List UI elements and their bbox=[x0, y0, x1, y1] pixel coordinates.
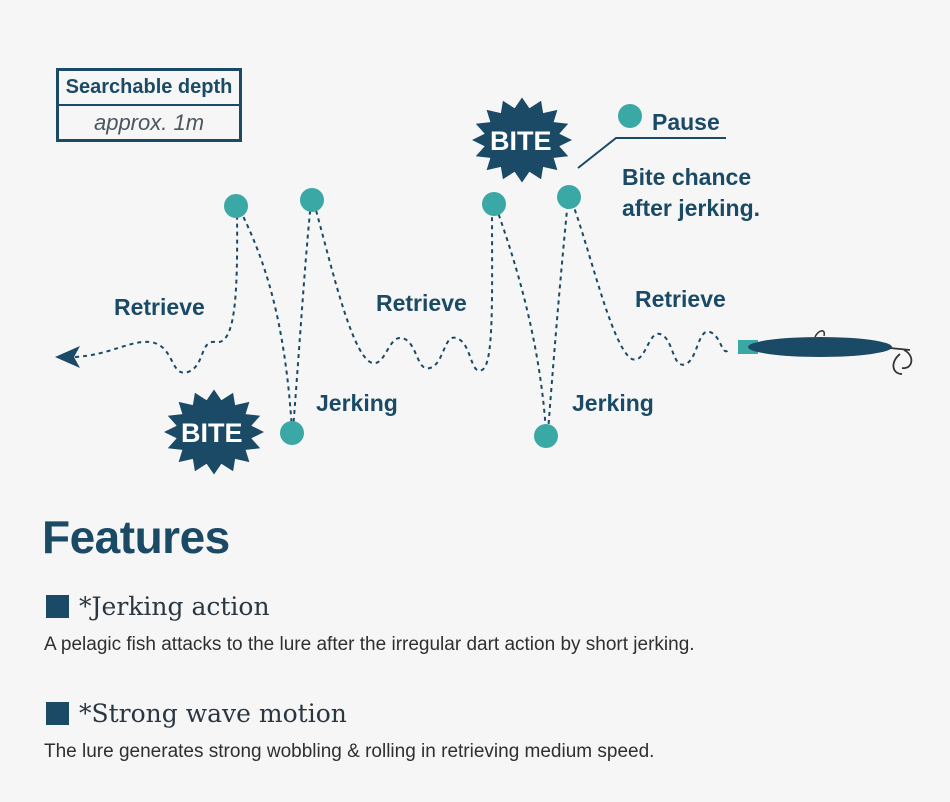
searchable-depth-box: Searchable depth approx. 1m bbox=[56, 68, 242, 142]
dot-top-3 bbox=[482, 192, 506, 216]
bite-label-2: BITE bbox=[490, 126, 552, 156]
label-jerking-2: Jerking bbox=[572, 390, 654, 416]
dot-top-1 bbox=[224, 194, 248, 218]
pause-leader-line bbox=[577, 137, 726, 169]
label-retrieve-3: Retrieve bbox=[635, 286, 726, 312]
path-jerk-2a bbox=[495, 206, 547, 433]
path-retrieve-1 bbox=[74, 209, 239, 374]
retrieve-diagram bbox=[55, 97, 913, 475]
feature-1-description: A pelagic fish attacks to the lure after… bbox=[44, 634, 695, 655]
feature-2-heading: *Strong wave motion bbox=[79, 699, 347, 728]
dot-pause bbox=[618, 104, 642, 128]
features-heading: Features bbox=[42, 511, 230, 563]
dot-bottom-1 bbox=[280, 421, 304, 445]
dot-top-2 bbox=[300, 188, 324, 212]
path-jerk-1a bbox=[239, 209, 293, 431]
bite-burst-1 bbox=[164, 389, 264, 475]
label-retrieve-2: Retrieve bbox=[376, 290, 467, 316]
lure-icon bbox=[738, 330, 913, 375]
pause-note-line2: after jerking. bbox=[622, 195, 761, 221]
searchable-depth-value: approx. 1m bbox=[93, 110, 205, 135]
feature-1-heading: *Jerking action bbox=[79, 592, 270, 621]
path-jerk-1b bbox=[292, 201, 312, 431]
square-bullet-icon bbox=[46, 595, 69, 618]
dot-top-4 bbox=[557, 185, 581, 209]
bite-burst-2 bbox=[472, 97, 572, 183]
square-bullet-icon bbox=[46, 702, 69, 725]
feature-1-heading-row: *Jerking action bbox=[46, 592, 270, 621]
label-pause: Pause bbox=[652, 109, 720, 135]
arrow-left-icon bbox=[55, 346, 80, 368]
pause-note-line1: Bite chance bbox=[622, 164, 752, 190]
label-jerking-1: Jerking bbox=[316, 390, 398, 416]
label-retrieve-1: Retrieve bbox=[114, 294, 205, 320]
path-retrieve-3 bbox=[571, 201, 731, 366]
feature-2-heading-row: *Strong wave motion bbox=[46, 699, 347, 728]
feature-2-description: The lure generates strong wobbling & rol… bbox=[44, 741, 655, 762]
path-jerk-2b bbox=[547, 199, 569, 433]
bite-label-1: BITE bbox=[181, 418, 243, 448]
path-retrieve-2 bbox=[313, 202, 494, 372]
dot-bottom-2 bbox=[534, 424, 558, 448]
searchable-depth-title: Searchable depth bbox=[59, 71, 239, 106]
